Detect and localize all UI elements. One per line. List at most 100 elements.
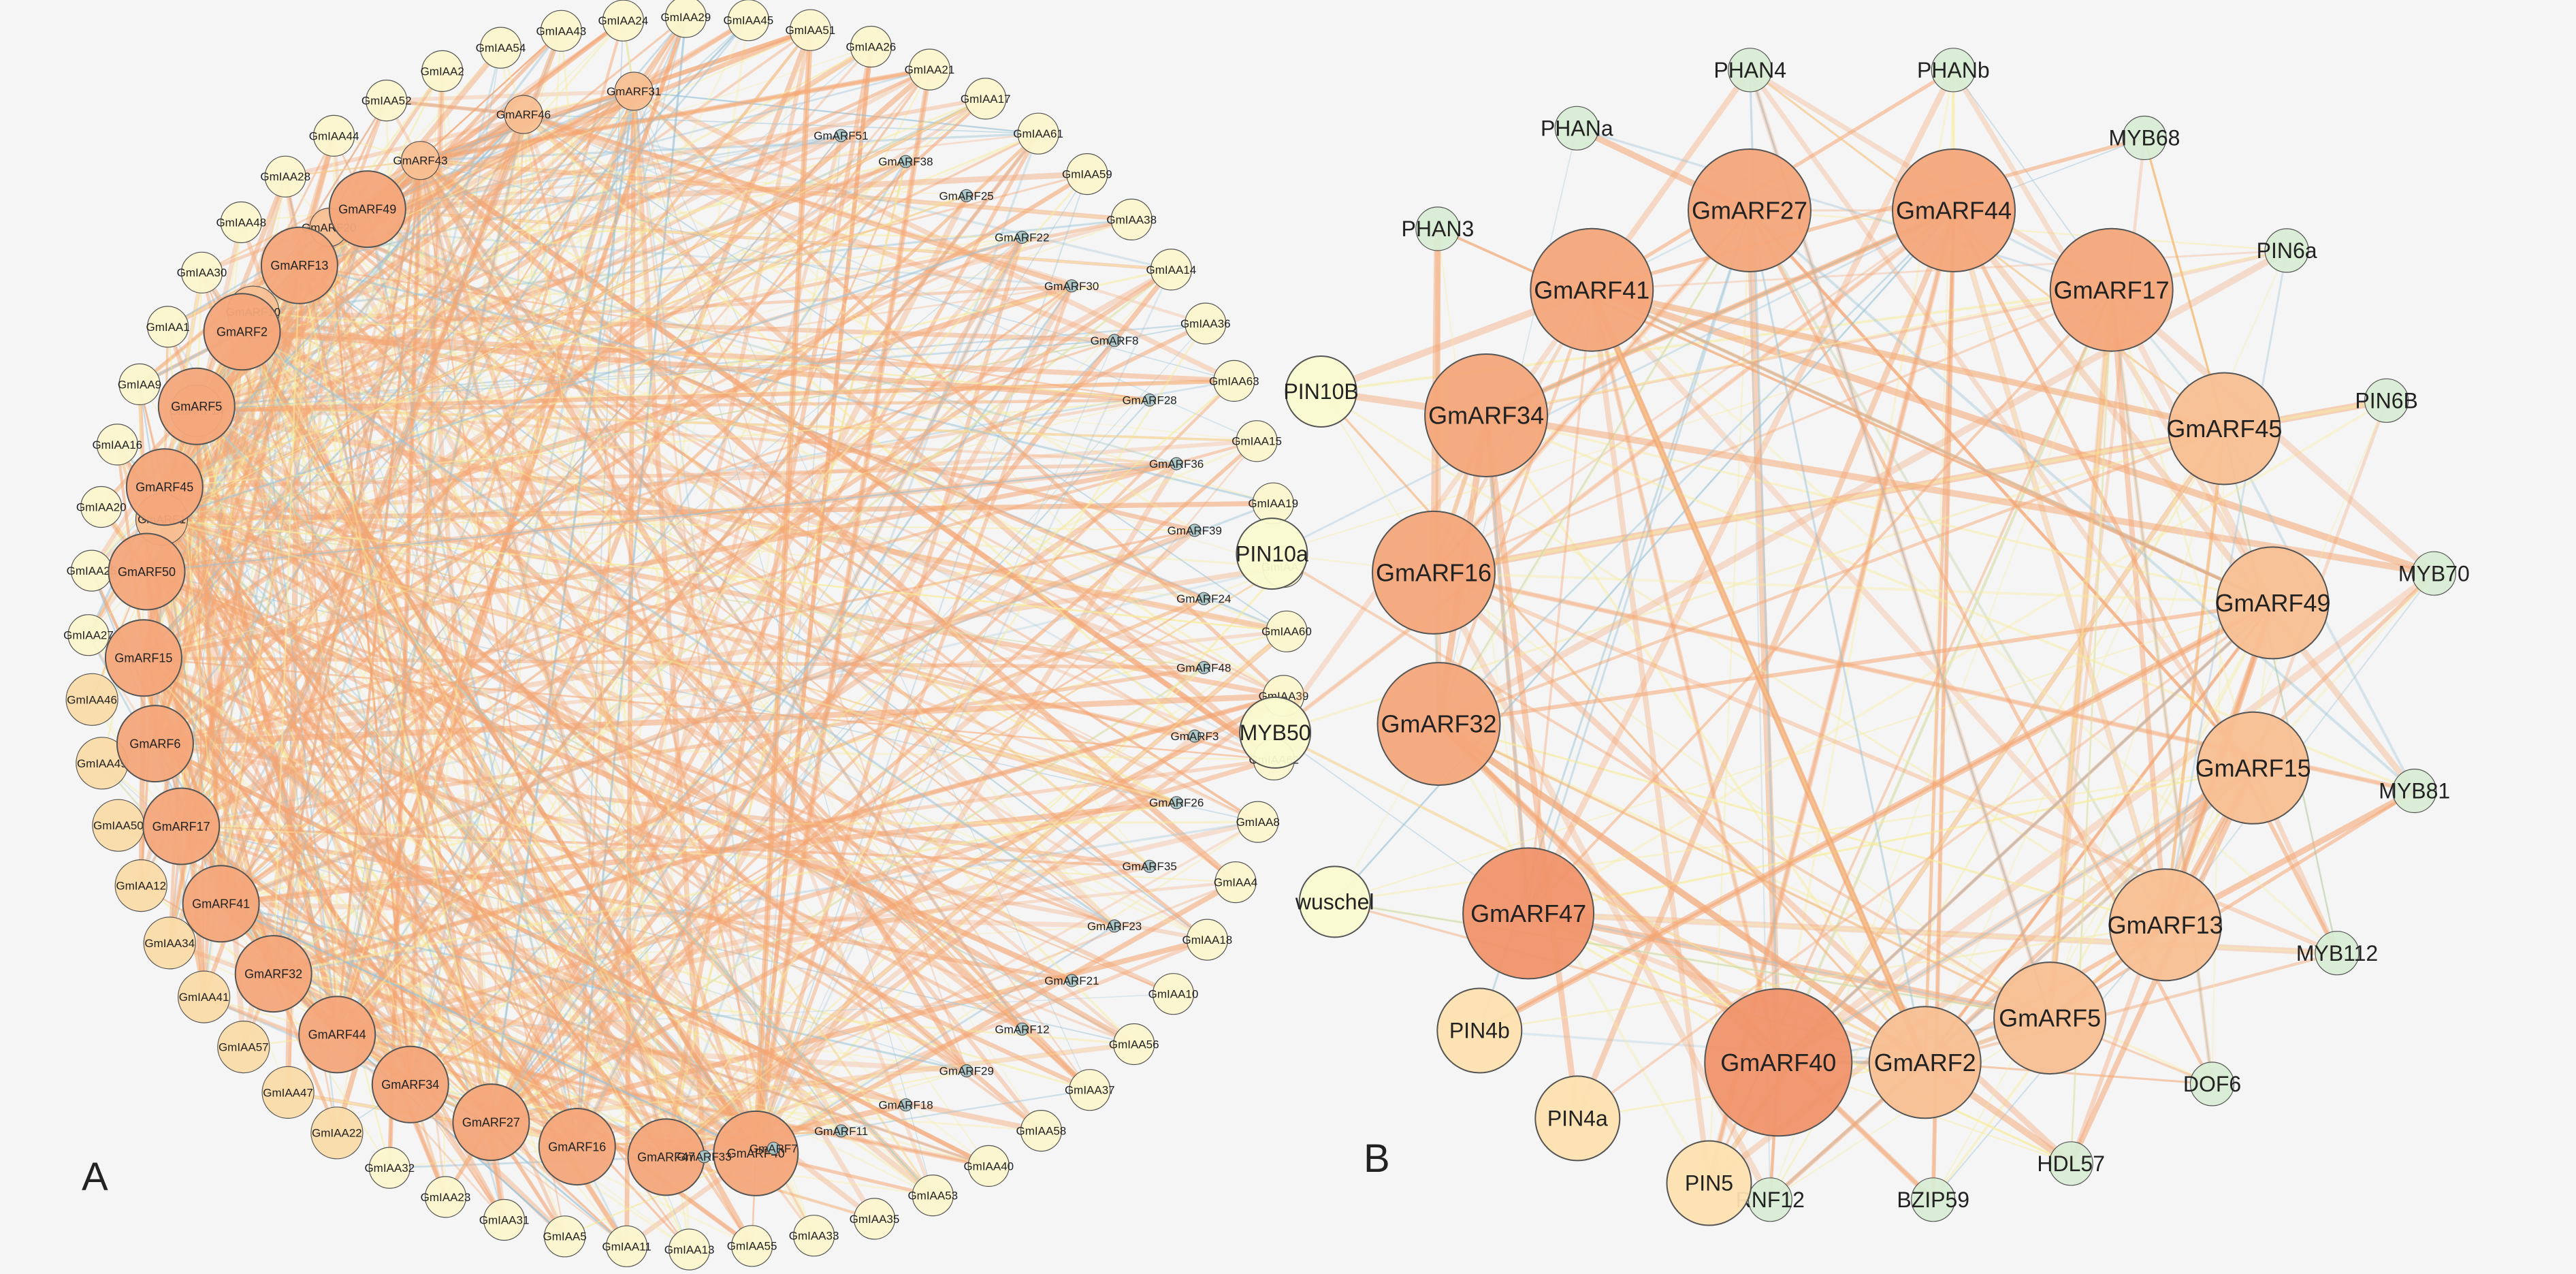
node-gmarf40: GmARF40	[1705, 989, 1852, 1136]
node-dof6: DOF6	[2183, 1062, 2241, 1106]
node-gmarf47: GmARF47	[1463, 848, 1594, 978]
node-label: GmIAA30	[177, 266, 227, 279]
node-gmiaa50: GmIAA50	[93, 799, 144, 851]
node-label: PIN10B	[1283, 379, 1358, 404]
node-pin4a: PIN4a	[1535, 1076, 1620, 1160]
node-gmarf36: GmARF36	[1149, 458, 1204, 471]
node-label: GmARF26	[1149, 797, 1204, 810]
node-gmiaa38: GmIAA38	[1106, 199, 1157, 240]
node-label: PIN10a	[1236, 541, 1308, 566]
node-myb112: MYB112	[2296, 931, 2378, 975]
node-label: GmARF43	[393, 155, 447, 168]
node-gmarf2: GmARF2	[1869, 1006, 1981, 1118]
node-label: GmARF35	[1123, 860, 1177, 873]
node-gmiaa47: GmIAA47	[262, 1066, 314, 1118]
node-gmarf23: GmARF23	[1087, 920, 1142, 933]
node-label: GmARF36	[1149, 458, 1204, 471]
node-label: GmARF21	[1044, 974, 1099, 987]
node-gmiaa59: GmIAA59	[1062, 154, 1112, 195]
node-label: GmIAA12	[116, 880, 166, 893]
node-label: GmARF50	[118, 565, 176, 579]
node-label: GmIAA31	[479, 1214, 530, 1227]
node-label: GmIAA33	[789, 1230, 839, 1243]
node-label: MYB81	[2379, 779, 2450, 803]
node-gmarf26: GmARF26	[1149, 797, 1204, 810]
node-label: GmARF15	[114, 652, 172, 665]
node-gmarf15: GmARF15	[2195, 712, 2311, 824]
node-label: GmIAA53	[907, 1190, 958, 1203]
node-gmiaa32: GmIAA32	[364, 1147, 415, 1188]
node-gmiaa48: GmIAA48	[216, 202, 266, 243]
node-label: GmARF16	[548, 1140, 606, 1153]
node-label: GmIAA60	[1261, 625, 1312, 638]
node-label: GmIAA16	[92, 439, 142, 451]
node-gmarf28: GmARF28	[1122, 394, 1176, 407]
node-label: GmIAA9	[118, 378, 161, 391]
node-gmiaa46: GmIAA46	[66, 673, 118, 725]
node-gmarf34: GmARF34	[372, 1047, 449, 1123]
node-label: GmARF47	[1470, 899, 1586, 927]
node-label: GmARF16	[1376, 559, 1492, 587]
node-label: GmARF5	[171, 400, 222, 413]
node-label: GmIAA37	[1065, 1084, 1115, 1097]
node-gmarf41: GmARF41	[183, 865, 259, 942]
node-label: GmARF32	[1381, 710, 1496, 738]
node-label: GmIAA24	[598, 14, 649, 27]
node-label: GmIAA35	[850, 1213, 900, 1226]
node-label: GmIAA36	[1180, 317, 1231, 330]
node-pin10b: PIN10B	[1283, 356, 1358, 427]
node-label: GmIAA58	[1016, 1125, 1067, 1138]
node-gmiaa54: GmIAA54	[476, 27, 526, 68]
node-label: GmIAA29	[661, 11, 711, 24]
node-gmarf48: GmARF48	[1176, 662, 1231, 675]
node-gmiaa45: GmIAA45	[724, 0, 774, 41]
node-gmarf49: GmARF49	[329, 171, 406, 247]
node-label: GmIAA45	[724, 14, 774, 27]
node-label: GmARF44	[308, 1028, 366, 1042]
node-label: HDL57	[2037, 1151, 2105, 1176]
node-label: MYB68	[2109, 126, 2180, 150]
edge	[1438, 229, 1439, 724]
node-myb50: MYB50	[1240, 697, 1311, 768]
node-gmarf17: GmARF17	[143, 789, 219, 865]
node-gmiaa33: GmIAA33	[789, 1215, 839, 1256]
node-gmarf13: GmARF13	[2108, 869, 2223, 981]
node-gmiaa41: GmIAA41	[178, 971, 230, 1023]
node-label: GmIAA44	[309, 129, 359, 142]
edge	[1750, 210, 2287, 251]
node-gmiaa22: GmIAA22	[311, 1107, 363, 1159]
node-gmarf32: GmARF32	[236, 936, 312, 1012]
node-label: GmIAA46	[67, 693, 117, 706]
node-gmarf15: GmARF15	[106, 620, 182, 696]
node-gmiaa8: GmIAA8	[1236, 801, 1280, 842]
node-gmarf17: GmARF17	[2050, 229, 2173, 351]
node-label: GmIAA61	[1013, 127, 1063, 140]
node-label: GmIAA41	[179, 991, 229, 1004]
node-label: GmARF27	[1692, 197, 1807, 225]
node-gmarf13: GmARF13	[261, 227, 338, 304]
node-gmarf30: GmARF30	[1044, 280, 1099, 293]
node-label: GmARF28	[1122, 394, 1176, 407]
node-label: GmARF25	[939, 189, 993, 202]
node-label: GmARF49	[2215, 589, 2330, 617]
node-label: GmIAA47	[263, 1086, 313, 1099]
node-label: PHAN3	[1402, 217, 1475, 241]
node-label: GmARF3	[1170, 730, 1219, 743]
node-label: PHANb	[1917, 58, 1990, 82]
node-label: GmARF34	[1428, 402, 1544, 430]
node-label: GmARF17	[2054, 276, 2170, 304]
node-label: GmARF32	[244, 967, 302, 981]
node-gmarf49: GmARF49	[2215, 547, 2330, 658]
node-label: GmIAA32	[364, 1162, 415, 1175]
node-label: GmARF2	[216, 325, 268, 339]
node-label: GmIAA4	[1214, 876, 1257, 889]
node-label: GmIAA8	[1236, 816, 1280, 829]
node-pin4b: PIN4b	[1437, 989, 1522, 1073]
node-gmarf41: GmARF41	[1530, 229, 1653, 351]
node-label: GmARF15	[2195, 754, 2311, 782]
node-label: GmARF22	[995, 232, 1049, 244]
node-label: GmIAA55	[727, 1240, 777, 1253]
node-label: PIN6B	[2355, 389, 2417, 413]
node-label: GmIAA40	[963, 1160, 1014, 1173]
node-gmarf45: GmARF45	[127, 449, 203, 525]
